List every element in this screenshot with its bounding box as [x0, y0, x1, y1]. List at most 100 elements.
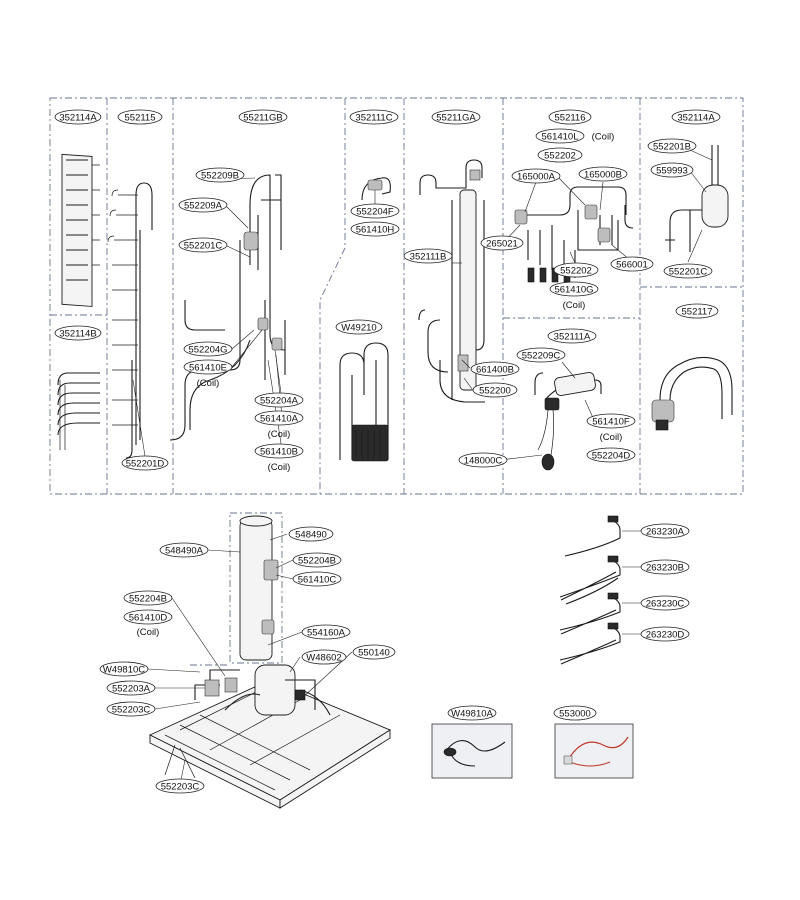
label-554160A: 554160A — [301, 624, 351, 640]
section-frames — [49, 97, 744, 666]
callout-554160A: 554160A — [307, 628, 346, 639]
callout-552204B-b: 552204B — [129, 594, 167, 605]
callout-W49810C: W49810C — [103, 665, 145, 676]
callout-263230A: 263230A — [646, 527, 685, 538]
label-552116: 552116 — [548, 109, 592, 125]
note-coil-561410F: (Coil) — [600, 432, 623, 443]
distributor-tubes — [57, 372, 100, 450]
callout-265021: 265021 — [486, 239, 518, 250]
label-265021: 265021 — [480, 235, 524, 251]
section-552117: 552117 — [651, 303, 733, 431]
callout-W49810A: W49810A — [451, 709, 493, 720]
callout-552117: 552117 — [682, 307, 713, 318]
label-561410H: 561410H — [350, 221, 400, 237]
capillary-assembly — [339, 342, 389, 460]
label-W48602: W48602 — [301, 649, 347, 665]
callout-352111B: 352111B — [410, 252, 447, 263]
callout-263230B: 263230B — [646, 563, 684, 574]
heat-exchanger-coil — [61, 153, 100, 307]
valve-body — [554, 372, 596, 396]
callout-552203A: 552203A — [112, 684, 151, 695]
wire-harnesses: 263230A 263230B 263230C 263230D — [559, 515, 690, 665]
callout-352111A: 352111A — [554, 332, 591, 343]
callout-55211GB: 55211GB — [243, 113, 282, 124]
callout-566001: 566001 — [616, 260, 648, 271]
label-148000C: 148000C — [458, 452, 508, 468]
bent-tube — [659, 356, 733, 419]
note-coil-561410E: (Coil) — [197, 378, 220, 389]
label-352111C: 352111C — [349, 109, 399, 125]
label-55211GB: 55211GB — [238, 109, 288, 125]
callout-548490A: 548490A — [165, 546, 204, 557]
note-coil-561410G: (Coil) — [563, 300, 586, 311]
compressor — [254, 664, 296, 716]
callout-561410E: 561410E — [189, 363, 227, 374]
note-coil-561410L: (Coil) — [592, 132, 615, 143]
label-352114B: 352114B — [54, 325, 102, 341]
label-552209C: 552209C — [516, 347, 566, 363]
callout-352114A: 352114A — [59, 113, 97, 124]
label-552204G: 552204G — [183, 341, 233, 357]
label-W49810C: W49810C — [99, 661, 149, 677]
callout-352114B: 352114B — [59, 329, 96, 340]
label-548490: 548490 — [288, 526, 334, 542]
callout-561410F: 561410F — [592, 417, 630, 428]
vertical-pipe — [135, 182, 153, 445]
section-352111A: 352111A 552209C 561410F (Coil) 148000C 5… — [458, 328, 636, 471]
label-559993: 559993 — [650, 162, 694, 178]
callout-550140: 550140 — [358, 648, 390, 659]
label-561410F: 561410F (Coil) — [586, 413, 636, 443]
callout-559993: 559993 — [656, 166, 688, 177]
callout-552201C-a: 552201C — [184, 241, 223, 252]
callout-553000: 553000 — [559, 709, 591, 720]
label-552204B-a: 552204B — [292, 552, 342, 568]
harness-263230A: 263230A — [564, 515, 690, 557]
label-552201C: 552201C — [178, 237, 228, 253]
callout-W49210: W49210 — [341, 323, 376, 334]
section-55211GB: 55211GB 552209B 552209A 552201C 552204G … — [169, 109, 304, 473]
callout-552202-top: 552202 — [544, 151, 576, 162]
callout-55211GA: 55211GA — [436, 113, 476, 124]
callout-552204D: 552204D — [592, 451, 631, 462]
callout-552201B: 552201B — [653, 142, 691, 153]
label-552204F: 552204F — [350, 203, 400, 219]
harness-263230D: 263230D — [559, 622, 690, 665]
callout-552203C-b: 552203C — [161, 782, 200, 793]
callout-552209A: 552209A — [184, 201, 223, 212]
label-552117: 552117 — [675, 303, 719, 319]
note-coil-561410D: (Coil) — [137, 627, 160, 638]
compressor-base-assembly: 548490 548490A 552204B 561410C 552204B 5… — [99, 515, 396, 809]
label-352114A: 352114A — [54, 109, 102, 125]
callout-552209C: 552209C — [522, 351, 561, 362]
section-352114: 352114A 352114B — [54, 109, 102, 450]
section-552116: 552116 561410L (Coil) 552202 165000A 165… — [480, 109, 654, 311]
callout-552204B-a: 552204B — [298, 556, 336, 567]
upper-frame — [49, 97, 744, 495]
label-55211GA: 55211GA — [431, 109, 481, 125]
section-352111C: 352111C 552204F 561410H W49210 — [335, 109, 400, 462]
label-165000B: 165000B — [578, 166, 628, 182]
label-566001: 566001 — [610, 256, 654, 272]
label-552209B: 552209B — [195, 167, 245, 183]
callout-552201D: 552201D — [126, 459, 165, 470]
callout-263230C: 263230C — [646, 599, 685, 610]
section-352114A-right: 352114A 552201B 559993 552201C — [647, 109, 729, 279]
label-552202-top: 552202 — [537, 147, 583, 163]
callout-263230D: 263230D — [646, 630, 685, 641]
callout-552202-bottom: 552202 — [560, 266, 592, 277]
callout-552116: 552116 — [555, 113, 586, 124]
label-561410D: 561410D (Coil) — [123, 609, 173, 638]
vertical-tank — [239, 519, 273, 661]
callout-552204G: 552204G — [188, 345, 227, 356]
label-661400B: 661400B — [470, 361, 520, 377]
callout-W48602: W48602 — [306, 653, 341, 664]
label-352111A: 352111A — [547, 328, 597, 344]
photo-parts: W49810A 553000 — [431, 705, 634, 779]
tank-frame — [229, 512, 283, 664]
callout-561410C: 561410C — [298, 575, 337, 586]
callout-561410L: 561410L — [542, 132, 579, 143]
photo-553000: 553000 — [553, 705, 634, 779]
label-552201B: 552201B — [647, 138, 697, 154]
callout-552115: 552115 — [125, 113, 156, 124]
